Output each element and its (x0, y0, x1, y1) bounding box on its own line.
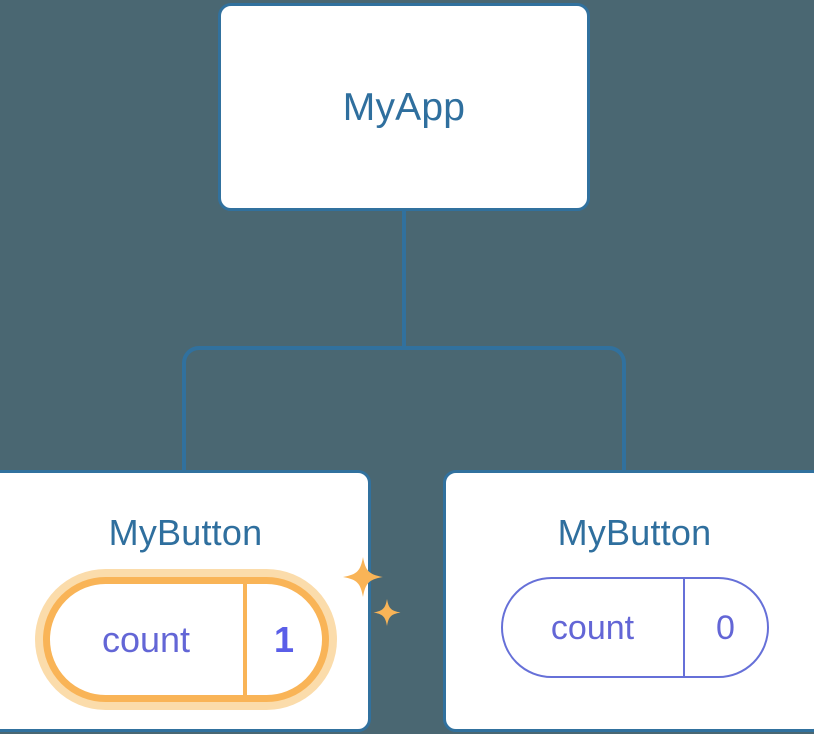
node-mybutton-left-label: MyButton (108, 512, 263, 553)
prop-pill-count-left[interactable]: count 1 (42, 577, 329, 702)
node-mybutton-left[interactable]: MyButton count 1 (0, 470, 400, 732)
prop-pill-count-right[interactable]: count 0 (500, 577, 769, 678)
prop-pill-right-wrapper: count 0 (500, 577, 769, 678)
edge-child-bus (182, 346, 626, 470)
prop-pill-left-key: count (101, 618, 191, 660)
node-myapp-label: MyApp (342, 85, 466, 129)
node-myapp[interactable]: MyApp (218, 3, 590, 211)
prop-pill-right-value: 0 (682, 579, 767, 676)
prop-pill-right-key: count (550, 608, 635, 647)
node-mybutton-right[interactable]: MyButton count 0 (443, 470, 814, 732)
prop-pill-left-wrapper: count 1 (42, 557, 400, 702)
prop-pill-left-value: 1 (242, 584, 322, 695)
node-mybutton-right-label: MyButton (557, 512, 712, 553)
